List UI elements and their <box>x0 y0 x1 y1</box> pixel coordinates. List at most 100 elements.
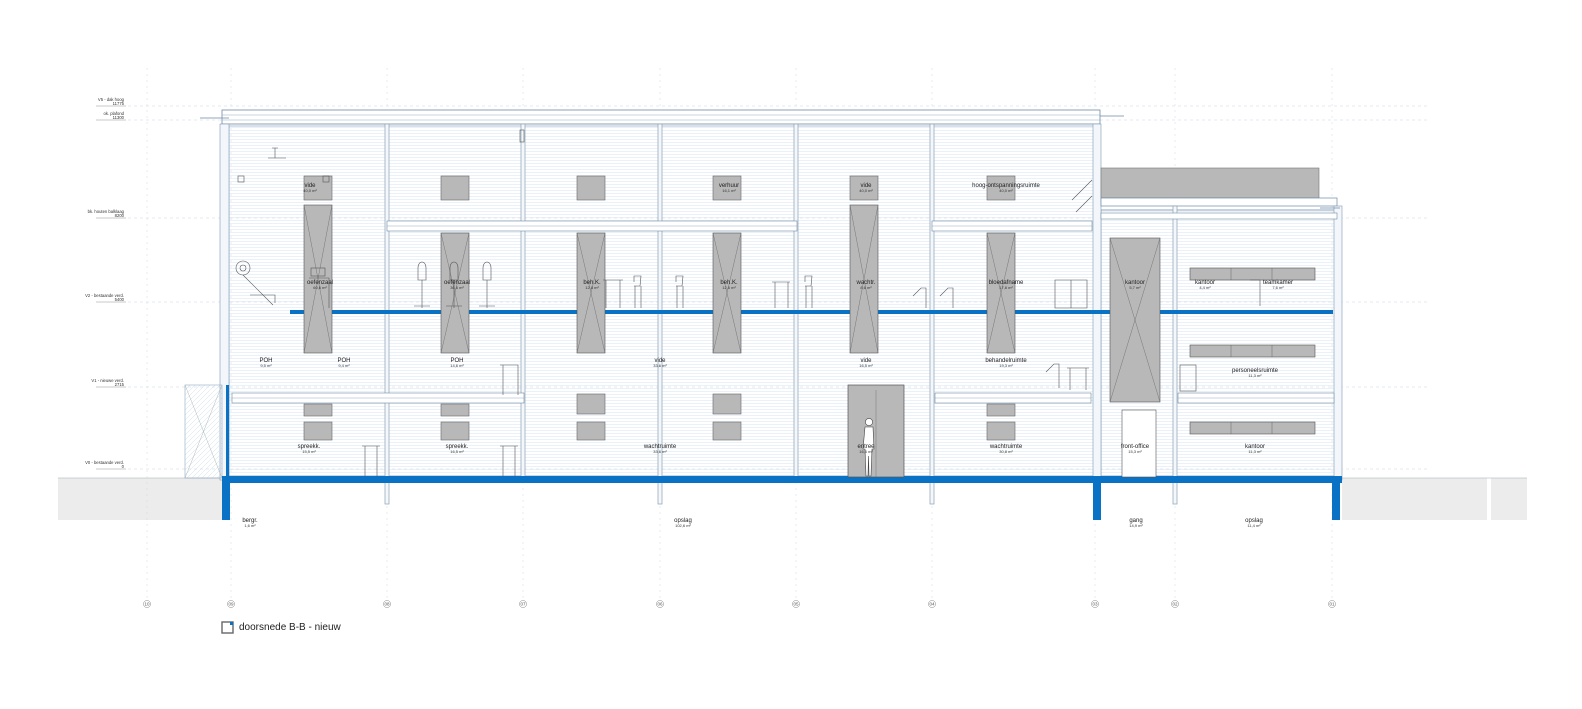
room-name: kantoor <box>1125 280 1145 286</box>
room-area: 14,9 m² <box>1129 523 1143 528</box>
room-name: wachtruimte <box>989 444 1023 450</box>
furniture <box>235 129 1261 476</box>
room-name: beh.K. <box>720 280 738 286</box>
room-area: 19,3 m² <box>999 363 1013 368</box>
floor-v0 <box>222 385 1342 520</box>
grid-label: 01 <box>1329 602 1335 607</box>
human-figure-icon <box>862 418 875 477</box>
room-name: teamkamer <box>1263 280 1293 286</box>
room-name: verhuur <box>719 183 739 189</box>
room-area: 15,5 m² <box>302 449 316 454</box>
room-area: 1,6 m² <box>244 523 256 528</box>
room-name: vide <box>860 358 872 364</box>
level-name: ok. plafond <box>104 111 125 116</box>
level-value: 11775 <box>113 101 125 106</box>
room-area: 12,6 m² <box>722 285 736 290</box>
room-area: 8,6 m² <box>860 285 872 290</box>
grid-bubble <box>928 600 936 608</box>
room-name: entree <box>857 444 875 450</box>
room-name: bloedafname <box>989 280 1024 286</box>
level-name: bk. houten balklaag <box>88 209 125 214</box>
room-area: 12,8 m² <box>585 285 599 290</box>
room-name: POH <box>337 358 350 364</box>
entrance-door <box>847 384 1157 478</box>
grid-label: 08 <box>384 602 390 607</box>
room-area: 17,8 m² <box>999 285 1013 290</box>
room-name: front-office <box>1121 444 1150 450</box>
room-name: kantoor <box>1195 280 1215 286</box>
room-area: 5,7 m² <box>1129 285 1141 290</box>
room-name: opslag <box>1245 518 1263 524</box>
grid-label: 02 <box>1172 602 1178 607</box>
room-name: bergr. <box>242 518 258 524</box>
room-name: spreekk. <box>298 444 321 450</box>
room-name: oefenzaal <box>444 280 470 286</box>
room-area: 4,4 m² <box>1199 285 1211 290</box>
grid-bubble <box>792 600 800 608</box>
drawing-title: doorsnede B-B - nieuw <box>221 621 342 634</box>
grid-bubble <box>1171 600 1179 608</box>
room-area: 40,0 m² <box>859 188 873 193</box>
room-area: 16,6 m² <box>859 449 873 454</box>
grid-label: 10 <box>144 602 150 607</box>
grid-bubble <box>383 600 391 608</box>
level-value: 11300 <box>113 115 125 120</box>
grid-bubble <box>143 600 151 608</box>
grid-bubble <box>227 600 235 608</box>
grid-label: 04 <box>929 602 935 607</box>
drawing-title-text: doorsnede B-B - nieuw <box>239 622 342 633</box>
room-name: POH <box>259 358 272 364</box>
room-area: 16,5 m² <box>859 363 873 368</box>
room-area: 11,3 m² <box>1248 373 1262 378</box>
room-area: 9,4 m² <box>338 363 350 368</box>
room-name: vide <box>860 183 872 189</box>
building-main <box>184 109 1343 481</box>
level-value: 2715 <box>115 382 125 387</box>
level-name: V2 - bestaande verd. <box>85 293 124 298</box>
windows <box>303 175 1016 441</box>
room-area: 16,1 m² <box>722 188 736 193</box>
floor-v2 <box>290 310 1333 314</box>
grid-bubble <box>1328 600 1336 608</box>
room-name: vide <box>304 183 316 189</box>
room-area: 102,6 m² <box>675 523 691 528</box>
room-area: 15,3 m² <box>1128 449 1142 454</box>
level-value: 8200 <box>115 213 125 218</box>
room-name: hoog-ontspanningsruimte <box>972 183 1040 189</box>
room-name: beh.K. <box>583 280 601 286</box>
room-area: 40,0 m² <box>999 188 1013 193</box>
room-area: 40,0 m² <box>303 188 317 193</box>
room-name: POH <box>450 358 463 364</box>
ground <box>58 477 1527 520</box>
section-marker-icon <box>221 621 234 634</box>
grid-label: 09 <box>228 602 234 607</box>
room-name: opslag <box>674 518 692 524</box>
room-name: oefenzaal <box>307 280 333 286</box>
room-area: 9,5 m² <box>260 363 272 368</box>
room-area: 33,6 m² <box>653 363 667 368</box>
level-name: V5 - dak hoog <box>98 97 125 102</box>
ribbon-windows <box>1189 267 1316 435</box>
level-value: 5400 <box>115 297 125 302</box>
room-area: 11,3 m² <box>1248 449 1262 454</box>
room-name: behandelruimte <box>985 358 1027 364</box>
room-area: 60,6 m² <box>313 285 327 290</box>
room-name: wachtr. <box>855 280 875 286</box>
room-name: spreekk. <box>446 444 469 450</box>
grid-bubble <box>1091 600 1099 608</box>
room-area: 16,5 m² <box>450 449 464 454</box>
room-name: vide <box>654 358 666 364</box>
grid-bubble <box>656 600 664 608</box>
level-value: 0 <box>122 464 125 469</box>
grid-bubble <box>519 600 527 608</box>
grid-label: 03 <box>1092 602 1098 607</box>
room-name: personeelsruimte <box>1232 368 1279 374</box>
room-area: 36,6 m² <box>450 285 464 290</box>
level-name: V1 - nieuwe verd. <box>91 378 124 383</box>
room-area: 30,8 m² <box>999 449 1013 454</box>
room-name: gang <box>1129 518 1142 524</box>
